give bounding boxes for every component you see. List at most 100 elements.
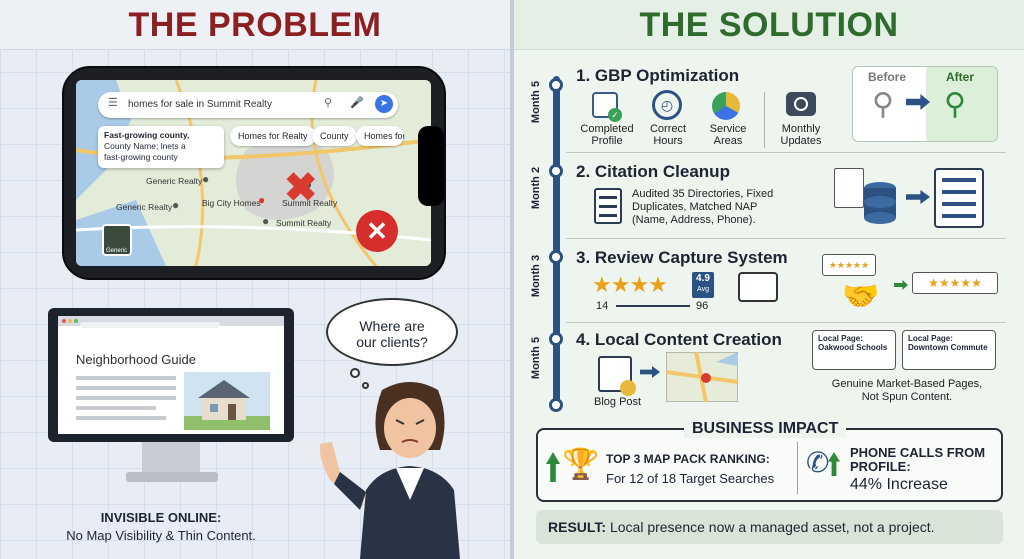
month-label: Month 5 <box>530 80 542 124</box>
timeline-dot <box>549 250 563 264</box>
section-separator <box>566 152 1006 153</box>
thought-line: our clients? <box>356 334 428 350</box>
frustrated-person-illustration <box>319 382 460 559</box>
growth-arrow-line <box>616 305 690 307</box>
local-page-card: Local Page:Oakwood Schools <box>812 330 896 370</box>
database-icon <box>864 182 896 224</box>
phone-camera-notch <box>418 126 444 206</box>
filter-chip[interactable]: Homes for Realty <box>230 126 316 146</box>
blog-post-label: Blog Post <box>594 396 642 408</box>
map-pin-icon: ● <box>202 172 210 186</box>
review-card-icon: ★★★★★ <box>822 254 876 276</box>
page-title: Neighborhood Guide <box>76 352 196 367</box>
month-label: Month 2 <box>530 166 542 210</box>
map-label: Summit Realty <box>282 198 338 208</box>
month-label: Month 3 <box>530 254 542 298</box>
checklist-icon <box>594 188 622 224</box>
handshake-icon: 🤝 <box>842 280 880 313</box>
step1-title: 1. GBP Optimization <box>576 66 740 85</box>
review-count-end: 96 <box>696 300 709 312</box>
local-page-card: Local Page:Downtown Commute <box>902 330 996 370</box>
panel-divider <box>510 0 514 559</box>
trophy-icon: 🏆 <box>562 448 600 481</box>
timeline-dot <box>549 398 563 412</box>
timeline-bar <box>553 76 560 408</box>
map-label: Big City Homes <box>202 198 261 208</box>
thought-dot <box>350 368 360 378</box>
solution-header <box>514 0 1024 50</box>
filter-chip[interactable]: Homes for <box>356 126 404 146</box>
error-icon: ✕ <box>356 210 398 252</box>
section-separator <box>566 238 1006 239</box>
green-map-pin-icon: ⚲ <box>944 88 966 121</box>
separator <box>797 442 798 494</box>
map-tooltip: Fast-growing county, County Name; lnets … <box>98 126 224 168</box>
after-label: After <box>946 70 975 84</box>
menu-icon[interactable]: ☰ <box>108 97 118 109</box>
local-map-icon <box>666 352 738 402</box>
monitor-base <box>126 472 218 482</box>
step2-title: 2. Citation Cleanup <box>576 162 730 181</box>
directions-icon[interactable]: ➤ <box>375 95 393 113</box>
map-label: Summit Realty <box>276 218 332 228</box>
search-icon[interactable]: ⚲ <box>324 97 333 109</box>
timeline-dot <box>549 78 563 92</box>
text-placeholder-lines <box>76 376 176 420</box>
map-pin-icon: ● <box>172 198 180 212</box>
result-banner: RESULT: Local presence now a managed ass… <box>536 510 1003 544</box>
tooltip-title: Fast-growing county, <box>104 130 190 140</box>
thought-bubble: Where are our clients? <box>326 298 458 366</box>
house-illustration <box>184 372 270 430</box>
problem-header <box>0 0 510 50</box>
map-layer-thumb[interactable]: Generic <box>102 224 132 256</box>
camera-icon <box>786 92 816 116</box>
impact-right-body: 44% Increase <box>850 476 948 493</box>
five-star-card-icon: ★★★★★ <box>912 272 998 294</box>
microphone-icon[interactable]: 🎤 <box>350 97 364 109</box>
service-areas-icon <box>712 92 740 120</box>
review-count-start: 14 <box>596 300 609 312</box>
chat-bubble-icon <box>738 272 778 302</box>
impact-title: BUSINESS IMPACT <box>684 420 847 438</box>
monitor-stand <box>142 442 200 476</box>
map-label: Generic Realty <box>116 202 173 212</box>
result-text: Local presence now a managed asset, not … <box>606 519 935 535</box>
clean-list-icon <box>934 168 984 228</box>
step3-title: 3. Review Capture System <box>576 248 788 267</box>
map-search-input[interactable]: homes for sale in Summit Realty <box>98 92 398 118</box>
arrow-right-icon <box>894 280 908 290</box>
profile-icon: ✓ <box>592 92 622 122</box>
map-pin-icon: ● <box>262 214 270 228</box>
thought-dot <box>362 382 369 389</box>
month-label: Month 5 <box>530 336 542 380</box>
separator <box>764 92 765 148</box>
gray-map-pin-icon: ⚲ <box>872 88 894 121</box>
solution-title: THE SOLUTION <box>639 6 899 44</box>
map-pin-icon: ● <box>304 176 313 192</box>
impact-left-body: For 12 of 18 Target Searches <box>606 471 775 486</box>
tooltip-line: County Name; lnets a <box>104 141 186 151</box>
step4-title: 4. Local Content Creation <box>576 330 782 349</box>
problem-caption-body: No Map Visibility & Thin Content. <box>66 528 256 543</box>
thought-line: Where are <box>359 318 425 334</box>
timeline-dot <box>549 332 563 346</box>
after-panel <box>926 67 997 141</box>
result-label: RESULT: <box>548 519 607 535</box>
phone-icon: ✆ <box>806 447 830 478</box>
step4-note: Genuine Market-Based Pages,Not Spun Cont… <box>831 378 983 403</box>
impact-left-title: TOP 3 MAP PACK RANKING: <box>606 452 770 466</box>
filter-chip[interactable]: County <box>312 126 357 146</box>
clock-icon: ◴ <box>652 90 682 120</box>
problem-title: THE PROBLEM <box>128 6 382 44</box>
star-rating-icon: ★★★★ <box>592 272 668 297</box>
step2-description: Audited 35 Directories, Fixed Duplicates… <box>632 188 774 226</box>
tooltip-line: fast-growing county <box>104 152 178 162</box>
section-separator <box>566 322 1006 323</box>
rating-badge: 4.9 Avg <box>692 272 714 298</box>
red-x-icon: ✖ <box>284 166 318 210</box>
map-label: Generic Realty <box>146 176 203 186</box>
